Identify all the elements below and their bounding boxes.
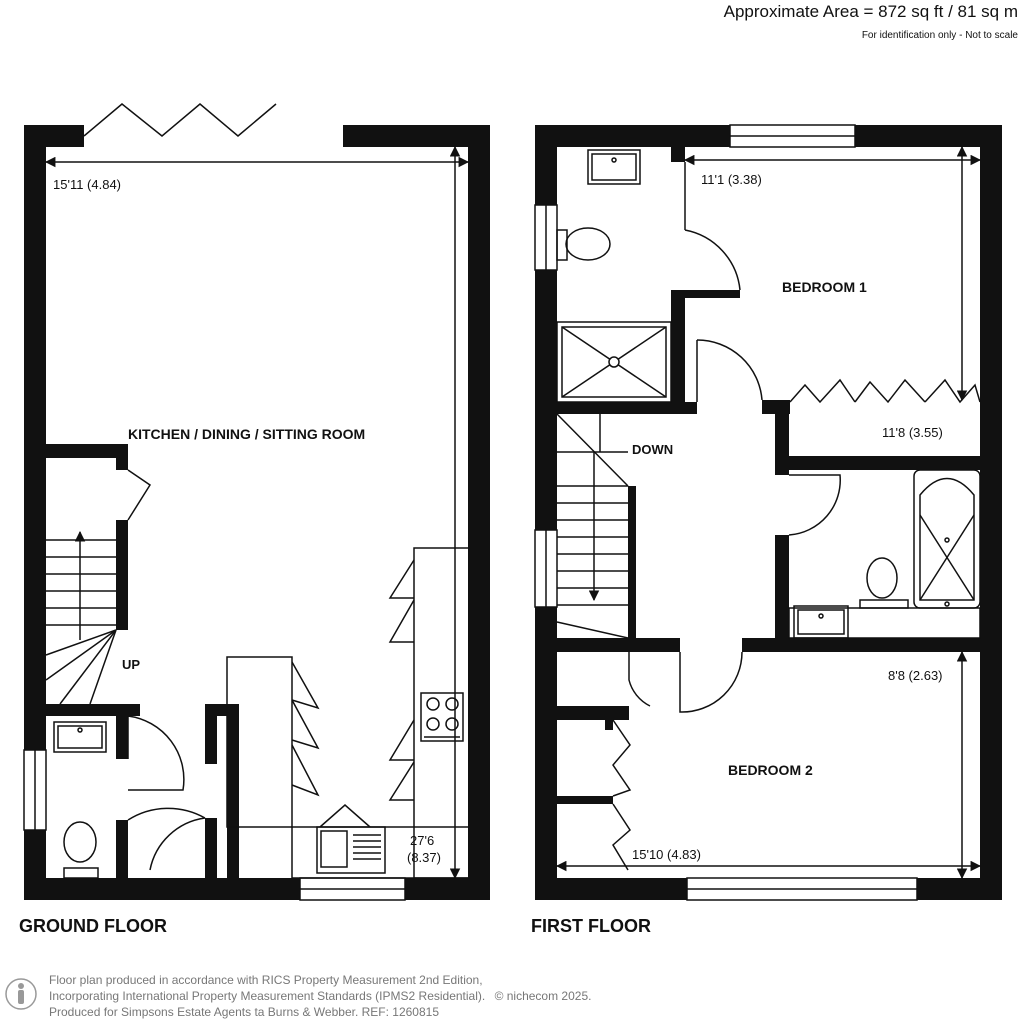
- wall: [205, 704, 217, 764]
- wall: [535, 125, 557, 205]
- wall: [980, 125, 1002, 900]
- footer-line-1: Floor plan produced in accordance with R…: [49, 973, 483, 987]
- bedroom1-width-dimension: 11'1 (3.38): [701, 172, 762, 187]
- wall: [535, 270, 557, 530]
- ground-length-dimension-ft: 27'6: [410, 833, 434, 848]
- wall: [205, 818, 217, 900]
- wall: [671, 147, 685, 162]
- wall: [685, 290, 740, 298]
- stairs-up-label: UP: [122, 657, 140, 672]
- bedroom1-label: BEDROOM 1: [782, 279, 867, 295]
- bedroom2-length-dimension: 8'8 (2.63): [888, 668, 943, 683]
- ground-width-dimension: 15'11 (4.84): [53, 177, 121, 192]
- wall: [535, 638, 680, 652]
- footer-line-2: Incorporating International Property Mea…: [49, 989, 591, 1003]
- wall: [343, 125, 490, 147]
- wall: [24, 125, 46, 750]
- wall: [628, 486, 636, 638]
- ground-length-dimension-m: (8.37): [407, 850, 441, 865]
- wall: [24, 444, 128, 458]
- person-figure-icon: [5, 978, 37, 1010]
- toilet: [866, 557, 898, 599]
- wall: [24, 704, 140, 716]
- wall: [775, 456, 1002, 470]
- wall: [775, 535, 789, 645]
- kitchen-dining-sitting-room-label: KITCHEN / DINING / SITTING ROOM: [128, 426, 365, 442]
- identification-note: For identification only - Not to scale: [861, 30, 1018, 41]
- staircase-up: [45, 530, 117, 705]
- wall: [405, 878, 490, 900]
- first-floor-title: FIRST FLOOR: [531, 916, 651, 936]
- wall: [557, 796, 613, 804]
- wall: [116, 444, 128, 470]
- wall: [227, 704, 239, 900]
- wall: [742, 638, 1002, 652]
- wc-basin: [53, 721, 107, 753]
- wall: [116, 704, 128, 759]
- wall: [116, 520, 128, 630]
- stairs-down-label: DOWN: [632, 442, 673, 457]
- wall: [116, 820, 128, 900]
- kitchen-sink: [316, 826, 386, 874]
- wall: [535, 607, 557, 900]
- toilet: [565, 227, 611, 261]
- wall: [24, 878, 300, 900]
- wall: [671, 290, 685, 412]
- wall: [535, 125, 730, 147]
- hob: [420, 692, 464, 742]
- shower-tray: [556, 321, 672, 403]
- staircase-down: [556, 413, 629, 639]
- bifold-door: [83, 103, 277, 137]
- footer-line-2-text: Incorporating International Property Mea…: [49, 989, 486, 1003]
- wall: [535, 878, 687, 900]
- bedroom2-width-dimension: 15'10 (4.83): [632, 847, 701, 862]
- basin: [587, 149, 641, 185]
- wall: [468, 125, 490, 900]
- footer-line-3: Produced for Simpsons Estate Agents ta B…: [49, 1005, 439, 1019]
- bedroom1-length-dimension: 11'8 (3.55): [882, 425, 943, 440]
- approximate-area: Approximate Area = 872 sq ft / 81 sq m: [723, 2, 1018, 21]
- wall: [917, 878, 1002, 900]
- wall: [605, 720, 613, 730]
- basin: [793, 605, 849, 639]
- door: [127, 469, 152, 521]
- ground-floor-title: GROUND FLOOR: [19, 916, 167, 936]
- copyright: © nichecom 2025.: [494, 989, 592, 1003]
- first-floor-plan: [535, 125, 1002, 900]
- wall: [557, 402, 697, 414]
- wall: [557, 706, 629, 720]
- bedroom2-label: BEDROOM 2: [728, 762, 813, 778]
- ground-floor-plan: [24, 125, 490, 900]
- kitchen-counter: [226, 656, 293, 828]
- kitchen-counter: [413, 547, 470, 879]
- toilet: [63, 821, 97, 863]
- wall: [855, 125, 1002, 147]
